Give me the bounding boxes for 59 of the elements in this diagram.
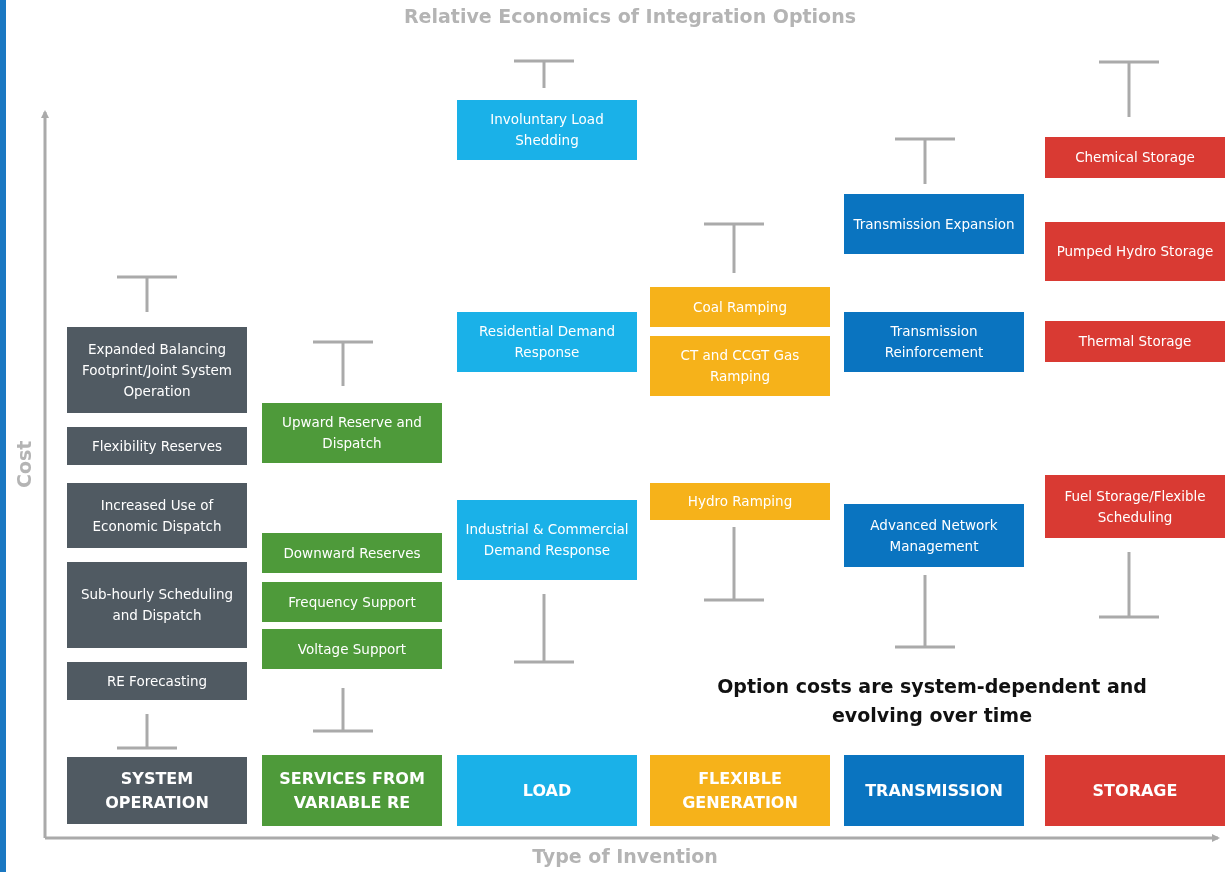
option-label: Coal Ramping [693, 297, 787, 317]
option-label: RE Forecasting [106, 671, 208, 691]
option-label: Residential Demand Response [478, 322, 616, 362]
option-label: Sub-hourly Scheduling and Dispatch [79, 585, 235, 625]
option-label: Advanced Network Management [869, 515, 999, 556]
option-box [650, 287, 830, 327]
option-box [1045, 475, 1225, 538]
option-label: SERVICES FROM VARIABLE RE [278, 767, 426, 814]
option-box [67, 427, 247, 465]
option-box [67, 483, 247, 548]
option-label: LOAD [522, 779, 572, 802]
option-box [844, 194, 1024, 254]
option-label: Transmission Reinforcement [883, 322, 985, 362]
option-label: Chemical Storage [1075, 148, 1195, 167]
option-box [650, 336, 830, 396]
option-label: Flexibility Reserves [92, 436, 222, 456]
option-label: Fuel Storage/Flexible Scheduling [1063, 486, 1207, 527]
option-box [1045, 222, 1225, 281]
category-header-box [844, 755, 1024, 826]
option-label: Voltage Support [297, 639, 407, 659]
option-label: Thermal Storage [1078, 332, 1192, 351]
option-box [457, 500, 637, 580]
option-label: CT and CCGT Gas Ramping [679, 346, 801, 386]
option-label: TRANSMISSION [865, 779, 1003, 802]
category-header-box [262, 755, 442, 826]
option-label: Transmission Expansion [853, 214, 1015, 234]
option-label: Pumped Hydro Storage [1056, 242, 1214, 261]
option-label: Frequency Support [288, 592, 416, 612]
category-header-box [1045, 755, 1225, 826]
option-box [262, 533, 442, 573]
option-box [262, 629, 442, 669]
category-header-box [457, 755, 637, 826]
option-box [1045, 321, 1225, 362]
option-label: Upward Reserve and Dispatch [281, 413, 423, 453]
option-box [457, 312, 637, 372]
option-box [67, 562, 247, 648]
option-box [262, 582, 442, 622]
option-label: SYSTEM OPERATION [104, 767, 210, 814]
option-box [650, 483, 830, 520]
option-box [67, 662, 247, 700]
option-box [67, 327, 247, 413]
axis-title: Type of Invention [531, 845, 719, 867]
option-box [457, 100, 637, 160]
option-label: Involuntary Load Shedding [489, 110, 605, 150]
option-label: Downward Reserves [283, 543, 421, 563]
option-box [262, 403, 442, 463]
chart-title: Relative Economics of Integration Options [403, 5, 857, 27]
option-label: Industrial & Commercial Demand Response [464, 520, 630, 560]
option-label: STORAGE [1092, 779, 1178, 802]
category-header-box [650, 755, 830, 826]
option-box [844, 504, 1024, 567]
option-label: Expanded Balancing Footprint/Joint System Operation [81, 339, 233, 401]
option-label: FLEXIBLE GENERATION [681, 767, 799, 814]
category-header-box [67, 757, 247, 824]
option-label: Increased Use of Economic Dispatch [91, 495, 223, 536]
note-text: Option costs are system-dependent and evolving over time [716, 674, 1148, 728]
option-box [1045, 137, 1225, 178]
option-box [844, 312, 1024, 372]
option-label: Hydro Ramping [687, 492, 793, 511]
